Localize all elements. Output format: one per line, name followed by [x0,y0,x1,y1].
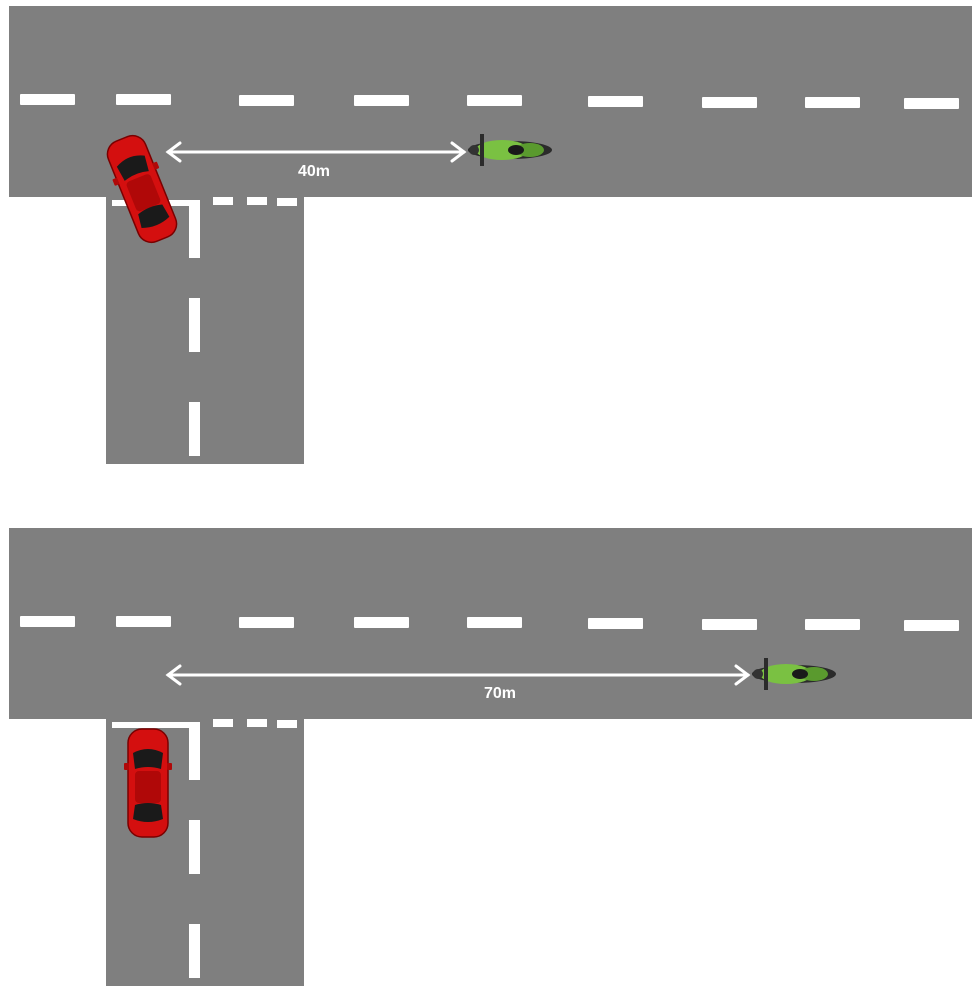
distance-label: 70m [484,685,516,702]
scene-bottom-overlay: 70m [0,522,972,992]
scene-top: 40m [0,0,972,470]
double-arrow-icon [168,666,748,684]
red-car-icon [124,729,172,837]
center-line-dashes [20,616,959,631]
scene-bottom: 70m [0,522,972,992]
double-arrow-icon [168,143,464,161]
center-line-dashes [20,94,959,109]
scene-top-overlay: 40m [0,0,972,470]
distance-label: 40m [298,163,330,180]
green-motorcycle-icon [468,134,552,166]
green-motorcycle-icon [752,658,836,690]
